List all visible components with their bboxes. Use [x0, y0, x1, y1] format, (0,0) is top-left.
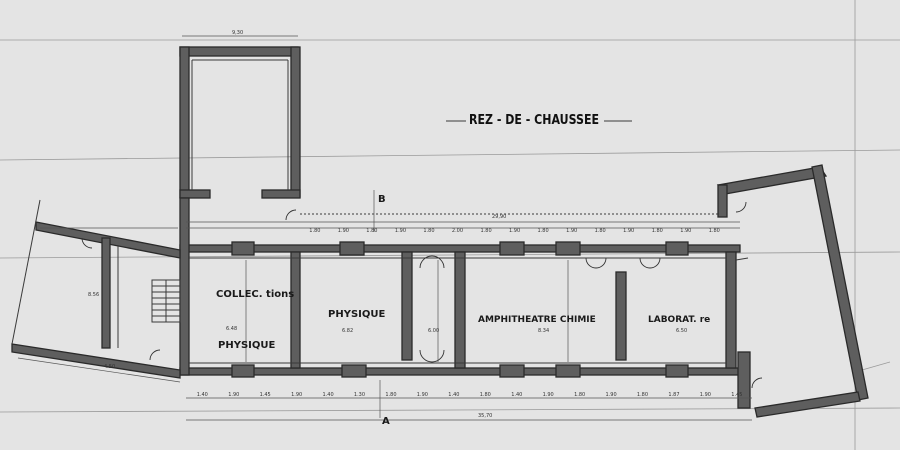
- bottom-dim-label-5: 1.30: [354, 392, 365, 398]
- top-dim-label-4: 1.80: [423, 228, 434, 234]
- dim-bottom-overall: 35,70: [478, 413, 492, 419]
- top-dim-label-14: 1.80: [709, 228, 720, 234]
- top-dim-label-3: 1.90: [395, 228, 406, 234]
- top-dim-label-5: 2.00: [452, 228, 463, 234]
- bottom-dim-label-3: 1.90: [291, 392, 302, 398]
- top-dim-label-0: 1.80: [309, 228, 320, 234]
- top-dim-label-9: 1.90: [566, 228, 577, 234]
- bottom-dim-label-9: 1.80: [480, 392, 491, 398]
- dim-labo-depth: 6.50: [676, 328, 687, 334]
- top-dim-label-7: 1.90: [509, 228, 520, 234]
- bottom-dim-label-12: 1.80: [574, 392, 585, 398]
- section-marker-a: A: [382, 416, 390, 427]
- top-dim-label-6: 1.80: [481, 228, 492, 234]
- left-wing: [11, 199, 181, 379]
- bottom-dim-label-2: 1.45: [260, 392, 271, 398]
- right-wing: [716, 164, 869, 418]
- bottom-dimension-labels: 1.40 1.90 1.45 1.90 1.40 1.30 1.80 1.90 1.40 1.80…: [197, 392, 743, 398]
- room-label-physique: PHYSIQUE: [328, 309, 385, 320]
- room-label-amphitheatre: AMPHITHEATRE CHIMIE: [478, 315, 596, 325]
- staircase: [151, 279, 181, 323]
- bottom-dim-label-4: 1.40: [323, 392, 334, 398]
- upper-wing: [179, 46, 301, 199]
- doors: [81, 201, 763, 389]
- bottom-dim-label-17: 1.45: [731, 392, 742, 398]
- bottom-dim-label-14: 1.80: [637, 392, 648, 398]
- top-dim-label-12: 1.80: [652, 228, 663, 234]
- room-label-laboratoire: LABORAT. re: [648, 315, 710, 325]
- dim-amphi-depth: 8.34: [538, 328, 549, 334]
- dim-top-overall: 29,90: [492, 214, 506, 220]
- bottom-dim-label-8: 1.40: [448, 392, 459, 398]
- bottom-dim-label-0: 1.40: [197, 392, 208, 398]
- bottom-dim-label-10: 1.40: [511, 392, 522, 398]
- room-label-collections: COLLEC. tions: [216, 289, 294, 300]
- top-dim-label-8: 1.80: [538, 228, 549, 234]
- top-dim-label-2: 1.80: [366, 228, 377, 234]
- dim-left-bottom: 4.50: [104, 364, 115, 370]
- top-dim-label-1: 1.90: [338, 228, 349, 234]
- bottom-dim-label-13: 1.90: [606, 392, 617, 398]
- bottom-dim-label-6: 1.80: [385, 392, 396, 398]
- bottom-dim-label-1: 1.90: [228, 392, 239, 398]
- room-label-collections-physique: PHYSIQUE: [218, 340, 275, 351]
- bottom-dim-label-7: 1.90: [417, 392, 428, 398]
- top-dim-label-10: 1.80: [595, 228, 606, 234]
- dim-physique-depth: 6.82: [342, 328, 353, 334]
- section-marker-b: B: [378, 194, 386, 205]
- bottom-dim-label-16: 1.90: [700, 392, 711, 398]
- plan-title-group: REZ - DE - CHAUSSEE: [446, 113, 632, 128]
- top-dimension-labels: 1.80 1.90 1.80 1.90 1.80 2.00 1.80 1.90 1.80 1.90…: [309, 228, 720, 234]
- bottom-dim-label-11: 1.90: [543, 392, 554, 398]
- dim-corridor: 6.00: [428, 328, 439, 334]
- top-dim-label-13: 1.90: [680, 228, 691, 234]
- dim-wing-width: 9,30: [232, 30, 243, 36]
- dim-collections-depth: 6.48: [226, 326, 237, 332]
- bottom-dim-label-15: 1.87: [668, 392, 679, 398]
- plan-title: REZ - DE - CHAUSSEE: [469, 113, 599, 128]
- top-dim-label-11: 1.90: [623, 228, 634, 234]
- main-body: [179, 197, 749, 378]
- dim-left-wing: 8.56: [88, 292, 99, 298]
- dimension-lines: [17, 35, 752, 421]
